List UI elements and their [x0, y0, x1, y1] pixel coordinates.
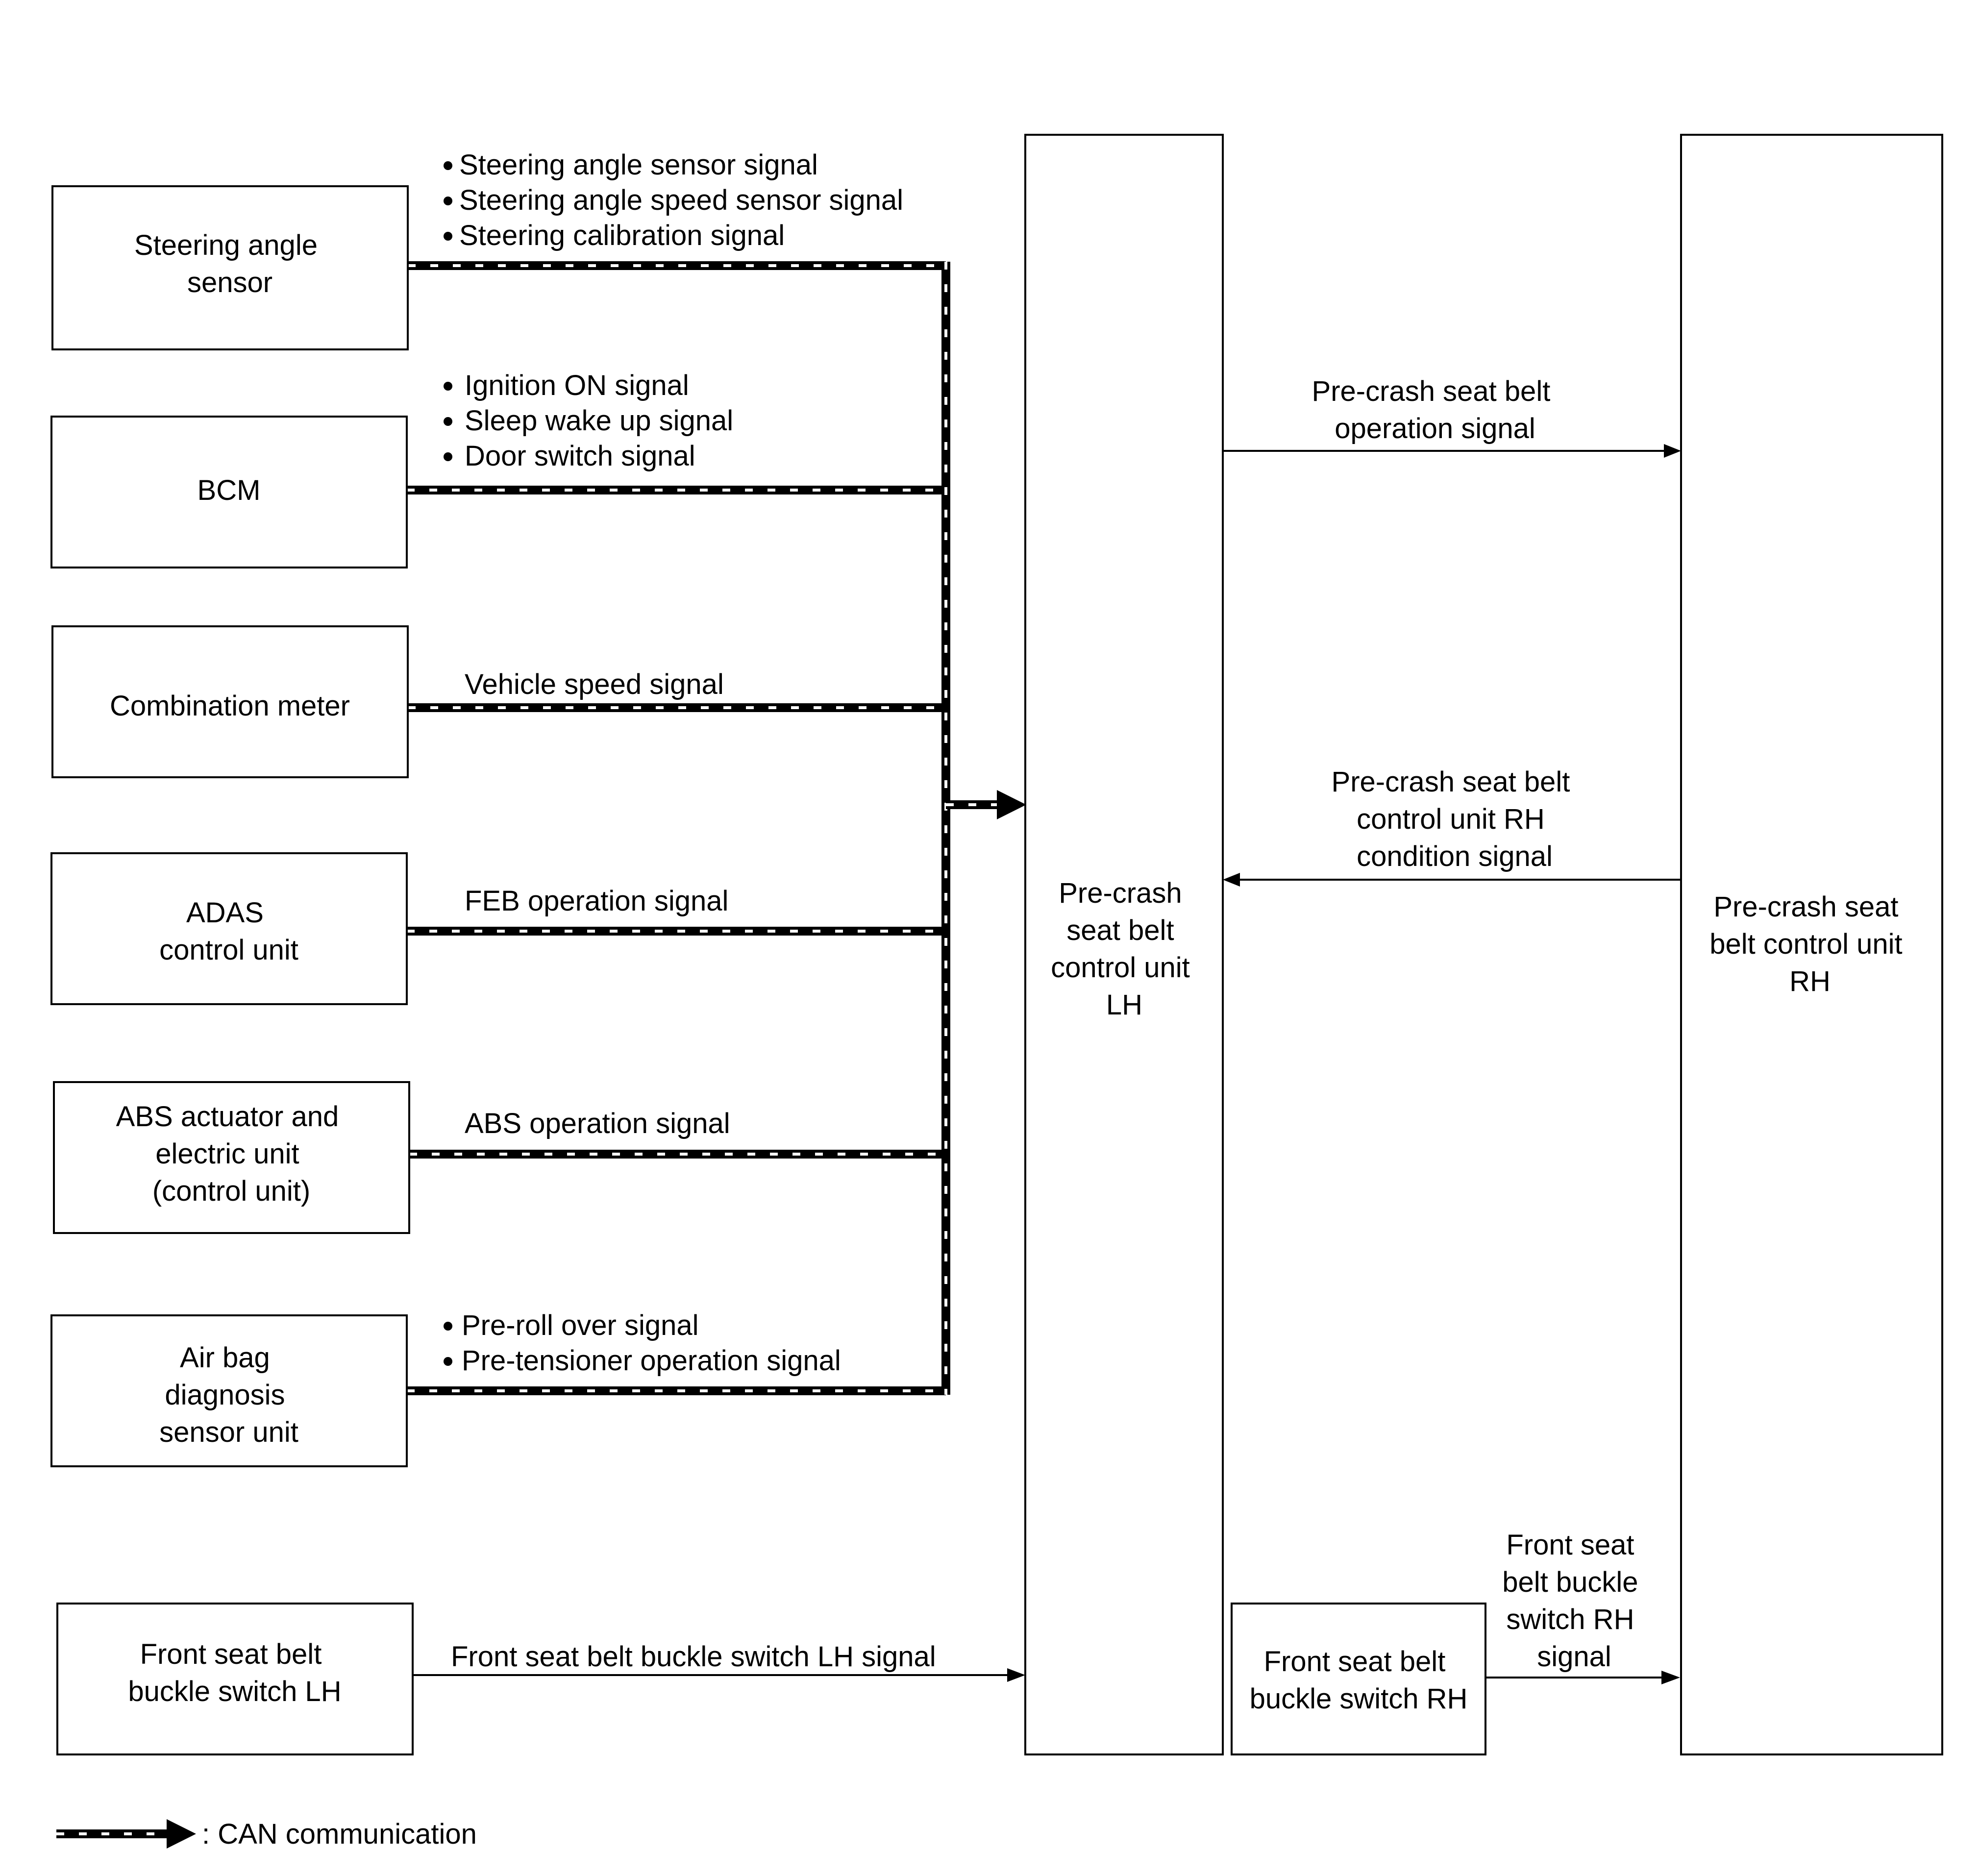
box-buckle-rh [1231, 1603, 1486, 1755]
signal-operation: Pre-crash seat belt operation signal [1312, 375, 1559, 444]
legend: : CAN communication [56, 1818, 477, 1850]
bullet-dot [444, 197, 452, 205]
can-arrow-head [997, 790, 1026, 819]
label-buckle-lh: Front seat belt buckle switch LH [128, 1638, 341, 1707]
arrow-buckle-lh-head [1007, 1668, 1025, 1682]
signal-steering-2: Steering angle speed sensor signal [459, 184, 903, 216]
signal-airbag-2: Pre-tensioner operation signal [462, 1345, 841, 1377]
signals-airbag: Pre-roll over signal Pre-tensioner opera… [444, 1309, 841, 1377]
signal-bcm-3: Door switch signal [465, 440, 695, 472]
arrow-operation-head [1664, 444, 1681, 458]
bullet-dot [444, 452, 452, 461]
bullet-dot [444, 417, 452, 426]
signal-airbag-1: Pre-roll over signal [462, 1309, 699, 1341]
label-combination-meter: Combination meter [110, 690, 350, 722]
bullet-dot [444, 1357, 452, 1366]
signal-steering-1: Steering angle sensor signal [459, 149, 818, 181]
can-arrow-to-control-lh [946, 790, 1026, 819]
label-steering-angle-sensor: Steering angle sensor [134, 229, 325, 298]
signal-bcm-1: Ignition ON signal [465, 370, 689, 401]
bullet-dot [444, 382, 452, 391]
legend-label: : CAN communication [202, 1818, 477, 1850]
box-bcm [50, 416, 408, 568]
signal-bcm-2: Sleep wake up signal [465, 405, 733, 437]
label-bcm: BCM [198, 474, 261, 506]
can-bus [407, 261, 1026, 1395]
box-control-rh [1680, 134, 1943, 1755]
box-airbag [50, 1314, 408, 1467]
legend-arrow-head [167, 1819, 196, 1849]
signal-condition: Pre-crash seat belt control unit RH cond… [1332, 766, 1578, 872]
signal-buckle-rh: Front seat belt buckle switch RH signal [1502, 1529, 1646, 1673]
legend-can-symbol [56, 1819, 196, 1849]
box-steering-angle-sensor [51, 185, 409, 350]
label-airbag: Air bag diagnosis sensor unit [159, 1342, 298, 1448]
signal-feb-operation: FEB operation signal [465, 885, 728, 917]
box-abs [53, 1081, 410, 1234]
label-control-rh: Pre-crash seat belt control unit RH [1709, 891, 1910, 997]
bullet-dot [444, 232, 452, 241]
box-adas [50, 852, 408, 1005]
bullet-dot [444, 1322, 452, 1331]
signal-abs-operation: ABS operation signal [465, 1108, 730, 1139]
label-control-lh: Pre-crash seat belt control unit LH [1051, 877, 1198, 1021]
arrow-buckle-rh-head [1661, 1671, 1680, 1684]
label-buckle-rh: Front seat belt buckle switch RH [1250, 1646, 1468, 1715]
signals-bcm: Ignition ON signal Sleep wake up signal … [444, 370, 733, 472]
box-control-lh [1024, 134, 1224, 1755]
arrow-condition-head [1223, 873, 1240, 887]
signal-buckle-lh: Front seat belt buckle switch LH signal [451, 1641, 936, 1673]
signal-vehicle-speed: Vehicle speed signal [465, 668, 724, 700]
label-abs: ABS actuator and electric unit (control … [116, 1101, 347, 1207]
signal-steering-3: Steering calibration signal [459, 220, 785, 251]
bullet-dot [444, 161, 452, 170]
signals-steering: Steering angle sensor signal Steering an… [444, 149, 903, 251]
label-adas: ADAS control unit [159, 897, 298, 966]
box-buckle-lh [56, 1603, 414, 1755]
box-combination-meter [51, 625, 409, 778]
